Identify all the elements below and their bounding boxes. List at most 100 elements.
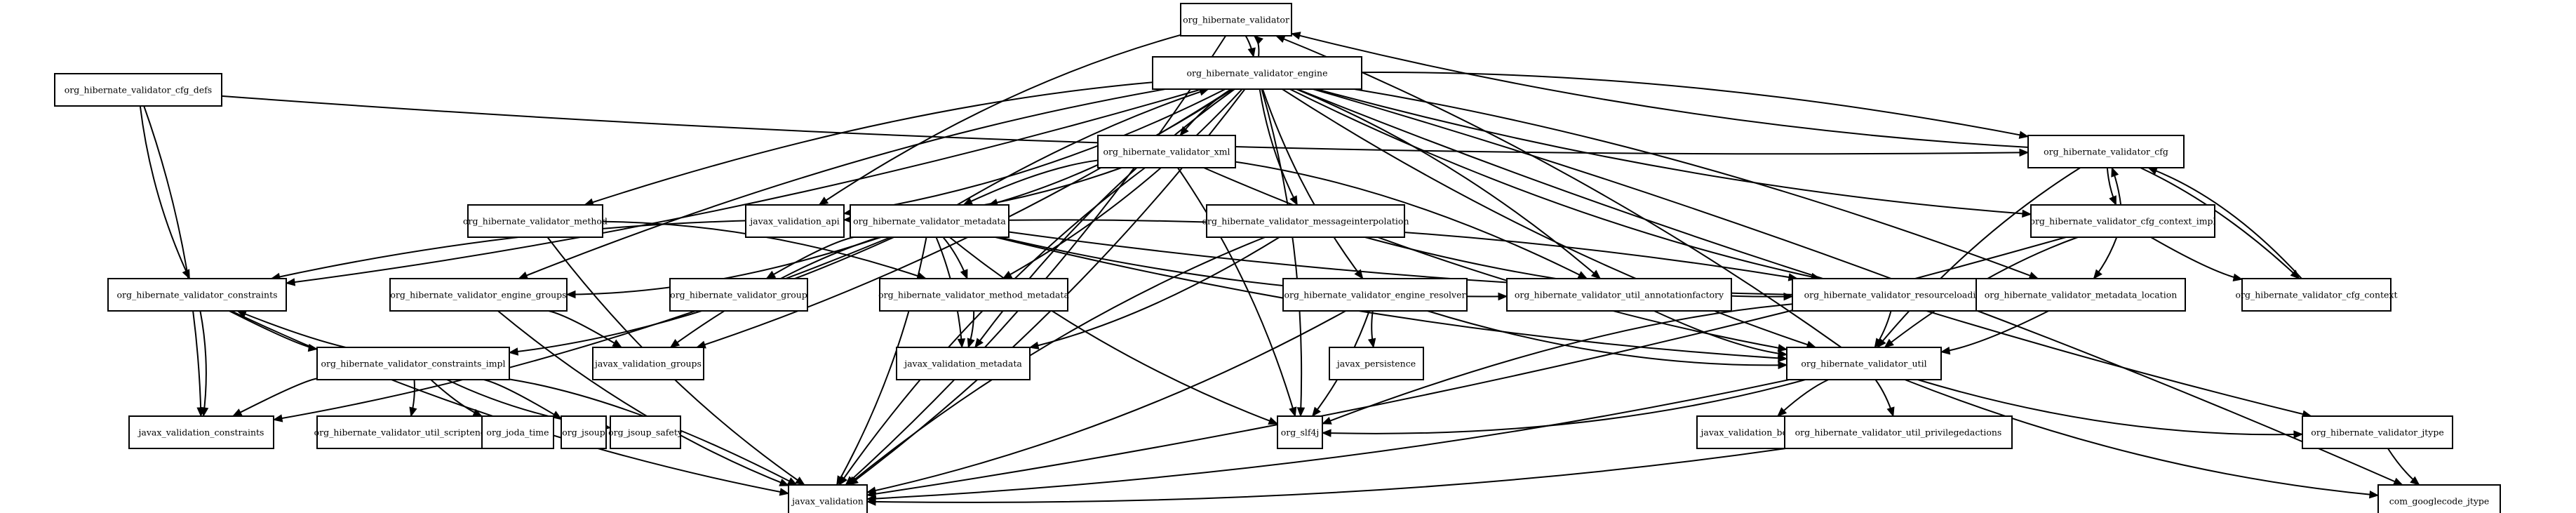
package-node: org_hibernate_validator_engine — [1152, 56, 1362, 90]
package-node-label: org_hibernate_validator_constraints — [116, 290, 277, 300]
arrowhead-icon — [669, 339, 680, 348]
package-node-box — [54, 73, 222, 107]
edge-line — [1176, 167, 1296, 417]
dependency-edge — [956, 88, 1209, 206]
package-node-box — [745, 204, 845, 238]
package-node-box — [2030, 204, 2215, 238]
edge-line — [845, 35, 1227, 486]
package-node-box — [1329, 347, 1424, 380]
arrowhead-icon — [779, 479, 790, 486]
package-node-label: org_hibernate_validator_util — [1801, 359, 1926, 369]
package-node-label: org_slf4j — [1281, 427, 1320, 438]
arrowhead-icon — [1028, 341, 1040, 349]
package-node-box — [1152, 56, 1362, 90]
package-node-box — [1506, 278, 1732, 312]
dependency-edge — [866, 310, 1346, 495]
arrowhead-icon — [960, 269, 968, 280]
edge-line — [949, 236, 1278, 425]
edge-line — [1291, 32, 2029, 148]
arrowhead-icon — [2022, 209, 2032, 218]
package-node: org_hibernate_validator_method_metadata — [878, 278, 1069, 312]
dependency-edge — [409, 379, 417, 418]
edge-line — [819, 34, 1181, 206]
package-node: org_hibernate_validator_metadata — [850, 204, 1009, 238]
dependency-edge — [483, 379, 563, 420]
package-node-label: org_hibernate_validator_xml — [1103, 147, 1230, 157]
dependency-edge — [866, 379, 1790, 503]
package-node-label: org_hibernate_validator_method_metadata — [878, 290, 1069, 300]
edge-line — [509, 236, 894, 354]
dependency-edge — [1321, 379, 1806, 437]
arrowhead-icon — [518, 272, 529, 279]
edge-line — [1002, 88, 1243, 279]
arrowhead-icon — [2109, 195, 2117, 206]
arrowhead-icon — [967, 338, 975, 349]
package-node-label: org_hibernate_validator_metadata — [853, 216, 1006, 227]
arrowhead-icon — [272, 414, 283, 422]
package-node-label: org_hibernate_validator_messageinterpola… — [1202, 216, 1409, 227]
dependency-edge — [866, 448, 1786, 506]
arrowhead-icon — [2293, 430, 2304, 439]
package-node-label: org_hibernate_validator_util_scriptengin… — [314, 427, 500, 438]
dependency-edge — [272, 236, 891, 422]
edge-line — [548, 310, 622, 348]
edge-line — [1940, 310, 2049, 353]
arrowhead-icon — [1777, 344, 1788, 352]
package-node: javax_persistence — [1329, 347, 1424, 380]
arrowhead-icon — [1874, 338, 1884, 349]
edge-line — [1653, 310, 1787, 356]
package-node: org_slf4j — [1277, 415, 1323, 449]
dependency-edge — [1940, 310, 2049, 355]
edge-line — [836, 236, 927, 486]
arrowhead-icon — [2018, 131, 2030, 139]
edge-line — [866, 379, 1790, 500]
dependency-edge — [199, 310, 209, 418]
arrowhead-icon — [612, 339, 623, 348]
edge-line — [1282, 88, 1816, 348]
package-node: org_joda_time — [481, 415, 554, 449]
edge-line — [273, 236, 891, 421]
node-layer: org_hibernate_validatororg_hibernate_val… — [54, 3, 2501, 513]
package-node: org_hibernate_validator_method — [463, 204, 608, 238]
edge-line — [2147, 167, 2302, 279]
package-node-box — [107, 278, 287, 312]
dependency-edge — [2093, 236, 2118, 280]
package-node-label: javax_validation_metadata — [903, 359, 1022, 369]
dependency-edge — [1028, 236, 1280, 349]
arrowhead-icon — [232, 408, 243, 417]
package-node-box — [669, 278, 808, 312]
dependency-edge — [508, 236, 894, 356]
dependency-edge — [1253, 35, 1263, 58]
package-node-box — [1180, 3, 1292, 36]
arrowhead-icon — [508, 347, 519, 356]
dependency-edge — [1245, 35, 1256, 58]
edge-line — [1296, 88, 2312, 417]
edge-line — [199, 310, 207, 417]
edge-line — [2140, 167, 2300, 279]
package-node-label: org_hibernate_validator_util_privilegeda… — [1795, 427, 2002, 438]
package-node: org_hibernate_validator_cfg_context_impl — [2030, 204, 2216, 238]
edge-line — [838, 167, 1146, 486]
dependency-edge — [1917, 379, 2304, 439]
edge-line — [1261, 88, 1303, 417]
arrowhead-icon — [1886, 406, 1895, 418]
arrowhead-icon — [1321, 429, 1331, 437]
arrowhead-icon — [795, 477, 805, 486]
arrowhead-icon — [836, 475, 845, 486]
edge-line — [232, 378, 318, 417]
package-node-box — [2302, 415, 2453, 449]
package-node: org_jsoup — [561, 415, 607, 449]
package-node: org_jsoup_safety — [608, 415, 683, 449]
edge-line — [1029, 236, 1280, 349]
package-node: javax_validation — [788, 484, 868, 513]
package-node-box — [2377, 484, 2501, 513]
arrowhead-icon — [2019, 148, 2030, 157]
package-node-label: org_hibernate_validator_metadata_locatio… — [1985, 290, 2178, 300]
package-node-box — [128, 415, 274, 449]
dependency-edge — [1427, 310, 1788, 370]
dependency-edge — [143, 105, 205, 418]
package-node-label: org_hibernate_validator_engine_groups — [390, 290, 566, 300]
package-node-label: org_joda_time — [486, 427, 549, 438]
edge-line — [1877, 167, 2081, 348]
